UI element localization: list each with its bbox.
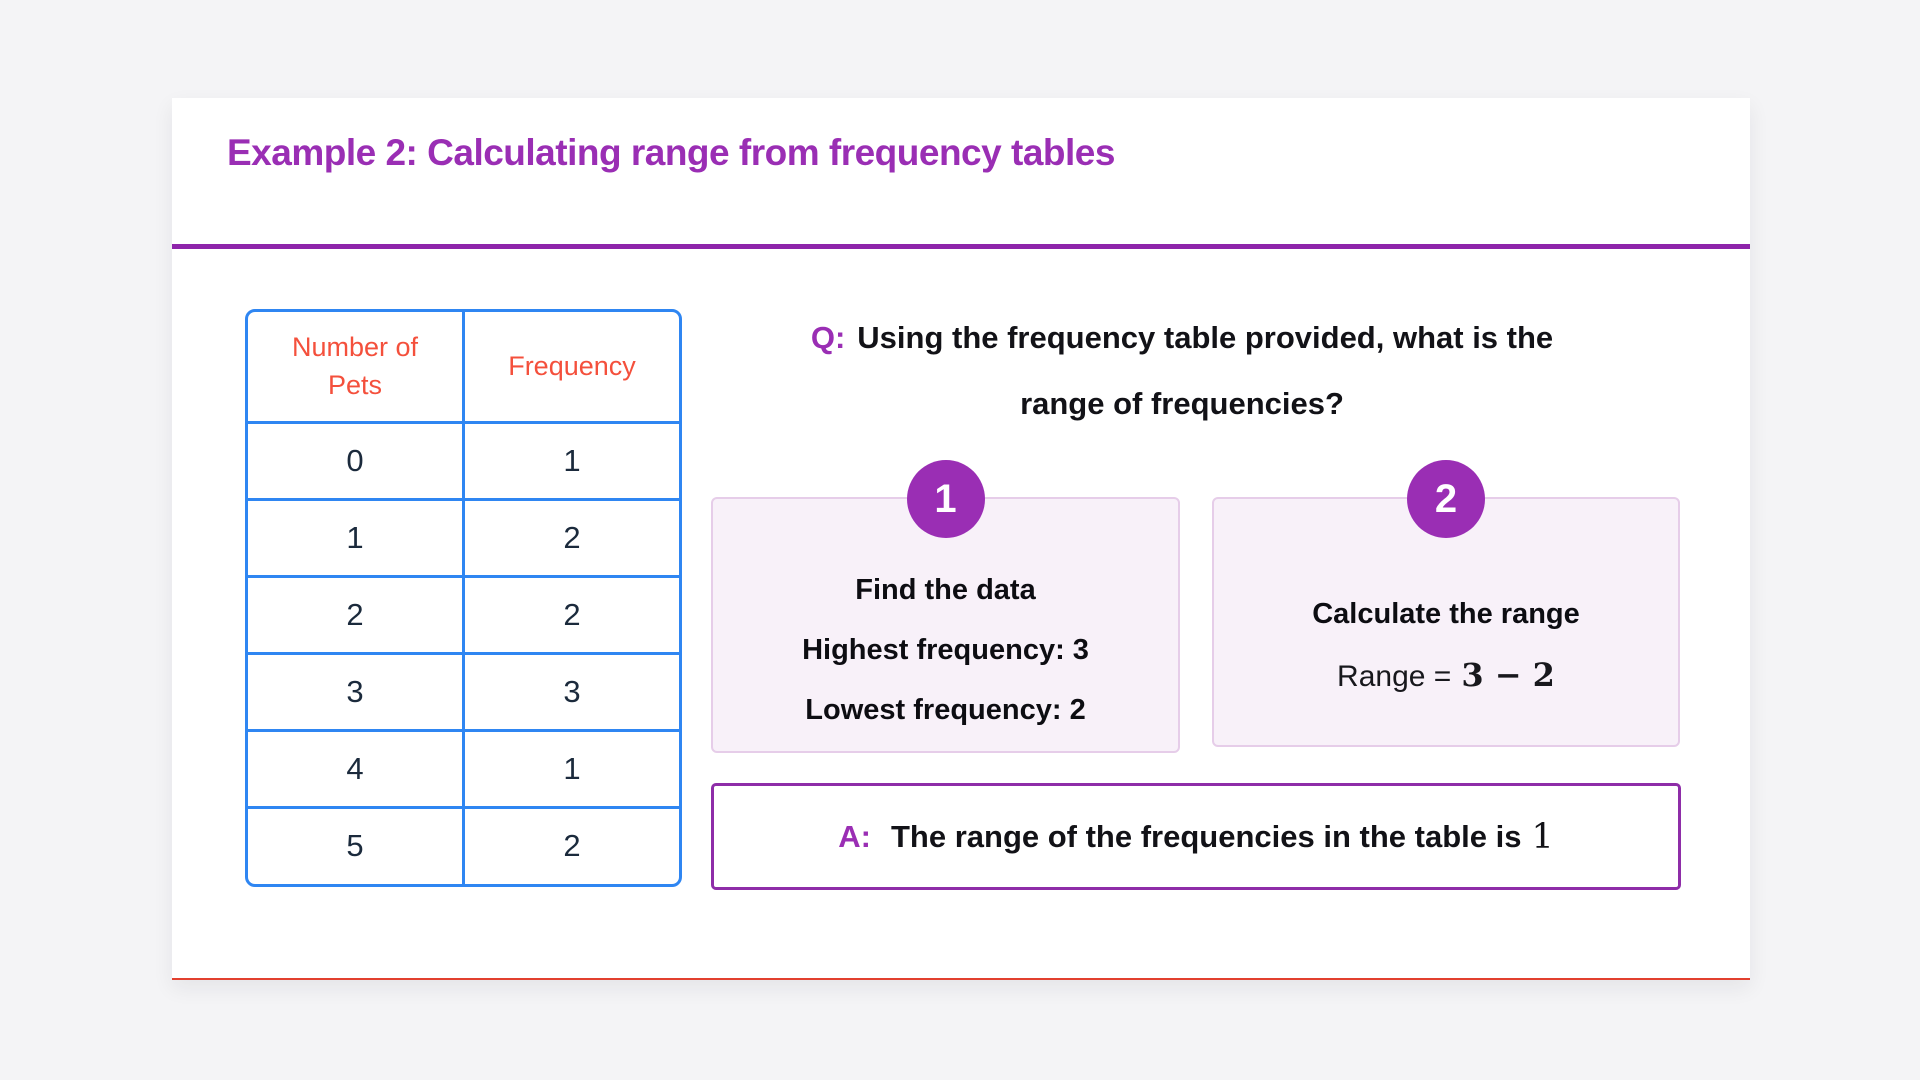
table-row: 0 1 [248,420,679,501]
cell-frequency: 2 [462,574,679,655]
table-row: 2 2 [248,574,679,655]
cell-pets: 5 [248,805,465,884]
step-1-line-2: Highest frequency: 3 [802,634,1089,666]
page-title: Example 2: Calculating range from freque… [227,132,1115,173]
step-2-box: 2 Calculate the range Range =3 − 2 [1212,460,1680,747]
table-header-row: Number of Pets Frequency [248,312,679,424]
lesson-card: Example 2: Calculating range from freque… [172,98,1750,980]
cell-pets: 4 [248,728,465,809]
question-text: Q:Using the frequency table provided, wh… [652,305,1712,437]
cell-frequency: 2 [462,497,679,578]
table-row: 5 2 [248,805,679,884]
col-header-number-of-pets: Number of Pets [248,312,465,424]
step-1-line-3: Lowest frequency: 2 [805,694,1086,726]
cell-frequency: 1 [462,420,679,501]
cell-pets: 3 [248,651,465,732]
question-line-2: range of frequencies? [1020,386,1344,421]
cell-pets: 1 [248,497,465,578]
table-row: 3 3 [248,651,679,732]
formula-math: 3 − 2 [1461,656,1555,694]
question-line-1: Q:Using the frequency table provided, wh… [810,320,1554,355]
step-2-number-badge: 2 [1407,460,1485,538]
table-row: 1 2 [248,497,679,578]
step-1-number-badge: 1 [906,460,985,538]
frequency-table: Number of Pets Frequency 0 1 1 2 2 2 [245,309,682,887]
step-1-line-1: Find the data [855,574,1036,606]
cell-pets: 0 [248,420,465,501]
step-1-box: 1 Find the data Highest frequency: 3 Low… [711,460,1180,753]
step-2-title: Calculate the range [1312,598,1580,630]
table-row: 4 1 [248,728,679,809]
cell-frequency: 2 [462,805,679,884]
cell-frequency: 3 [462,651,679,732]
answer-label: A: [838,818,871,854]
answer-math: 1 [1531,816,1554,857]
col-header-frequency: Frequency [462,312,679,424]
cell-pets: 2 [248,574,465,655]
cell-frequency: 1 [462,728,679,809]
title-divider [172,244,1750,249]
range-formula: Range =3 − 2 [1337,656,1555,694]
answer-box: A: The range of the frequencies in the t… [711,783,1681,890]
question-label: Q: [810,320,846,355]
answer-text: The range of the frequencies in the tabl… [890,818,1522,854]
